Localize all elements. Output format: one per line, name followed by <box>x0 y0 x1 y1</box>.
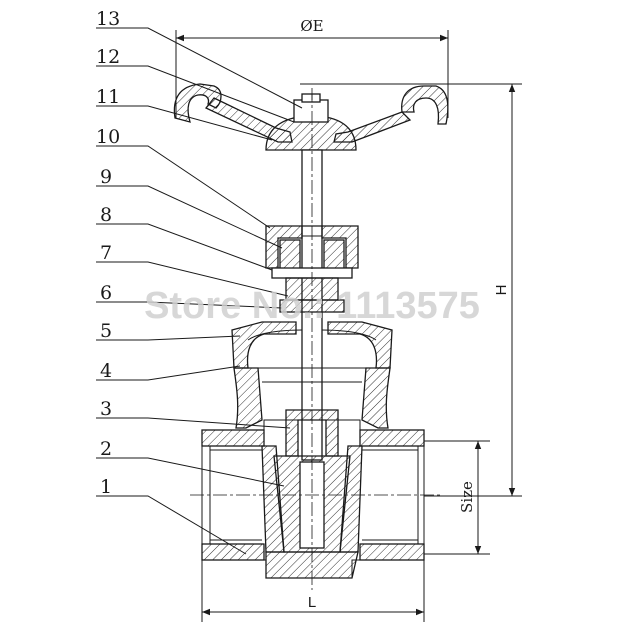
callout-leaders <box>96 27 303 555</box>
dimension-size: Size <box>424 440 490 555</box>
label-size: Size <box>458 481 476 513</box>
dimension-length: L <box>201 560 425 622</box>
dimension-height: H <box>300 83 522 497</box>
callout-6: 6 <box>100 282 112 304</box>
callout-1: 1 <box>100 476 112 498</box>
store-watermark: Store No.: 1113575 <box>144 285 480 327</box>
callout-2: 2 <box>100 438 112 460</box>
callout-5: 5 <box>100 320 112 342</box>
callout-9: 9 <box>100 166 112 188</box>
callout-11: 11 <box>96 86 120 108</box>
dimension-diameter: ØE <box>175 17 449 118</box>
callout-13: 13 <box>96 8 120 30</box>
label-height: H <box>493 285 510 296</box>
handwheel <box>173 83 449 151</box>
label-diameter: ØE <box>300 17 323 35</box>
callout-12: 12 <box>96 46 120 68</box>
callout-3: 3 <box>100 398 112 420</box>
callout-4: 4 <box>100 360 112 382</box>
label-length: L <box>308 594 316 611</box>
valve-bonnet <box>231 321 393 369</box>
callout-7: 7 <box>100 242 112 264</box>
callout-10: 10 <box>96 126 120 148</box>
callout-8: 8 <box>100 204 112 226</box>
